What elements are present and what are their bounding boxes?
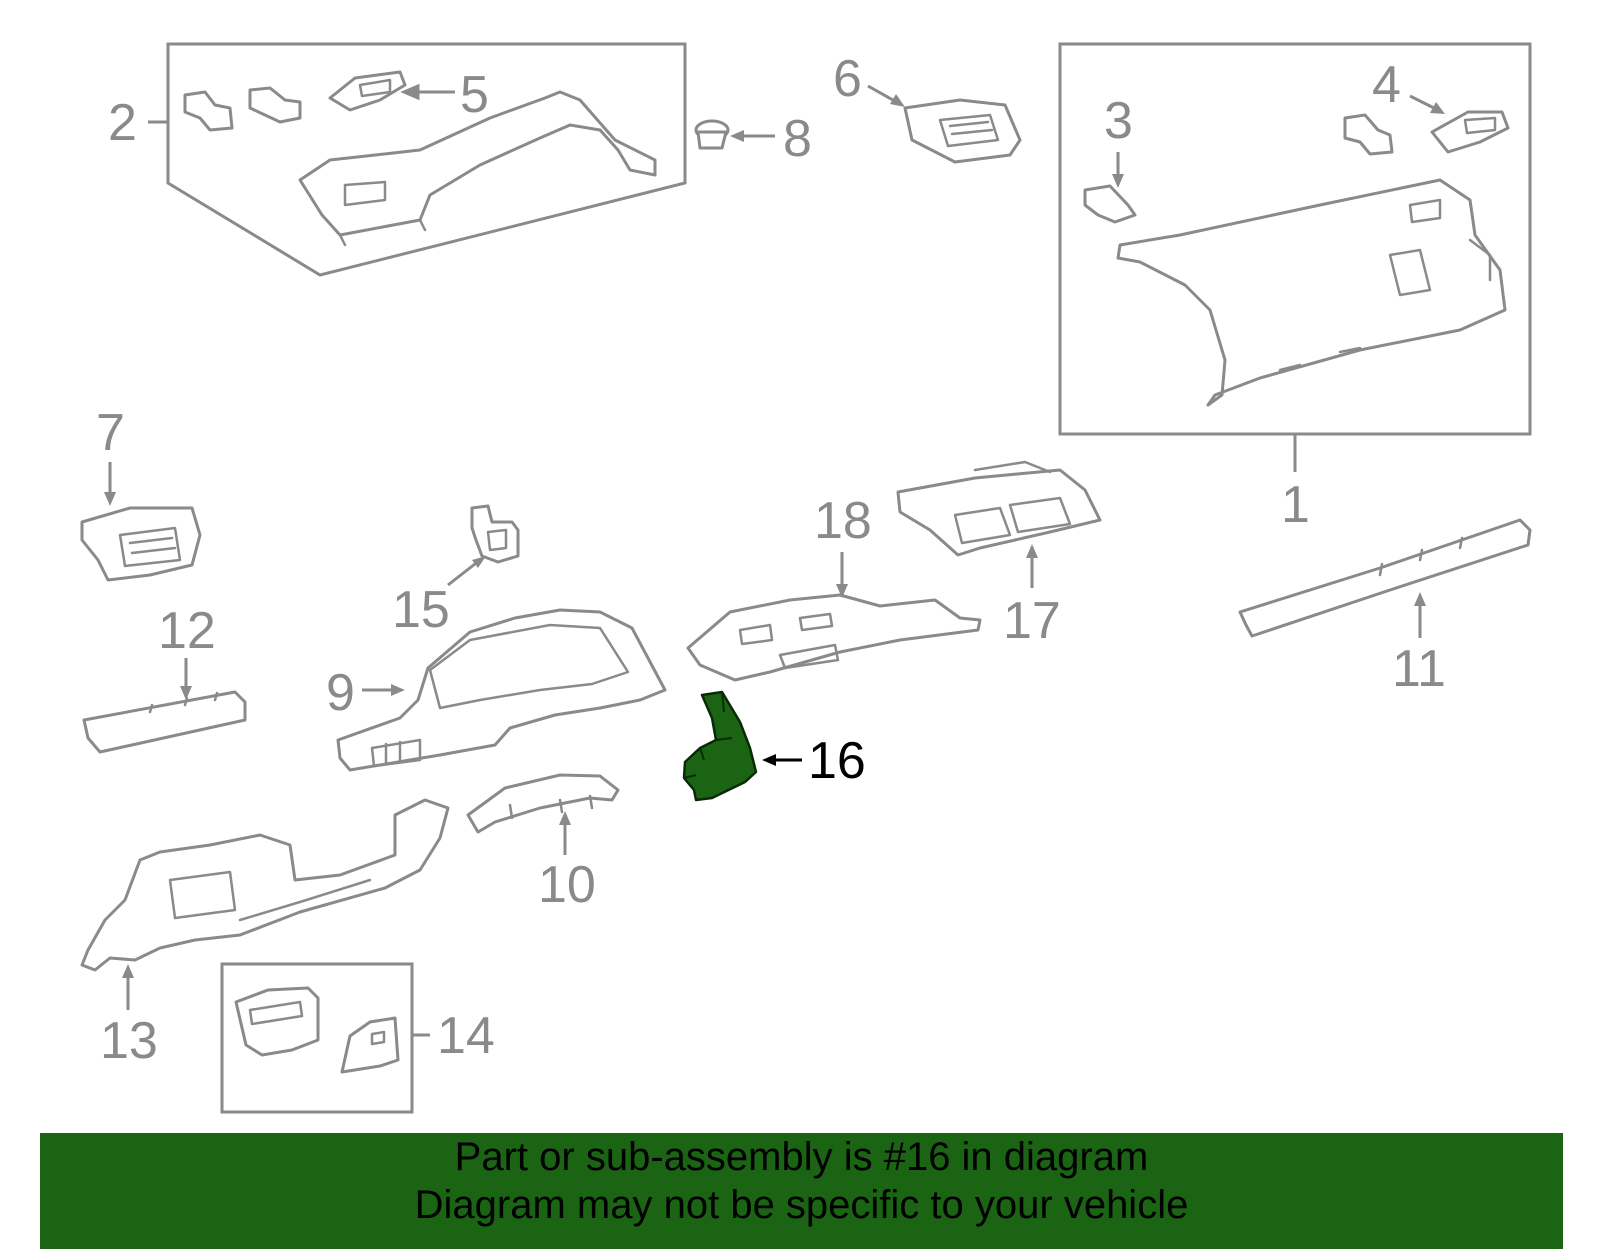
arrowhead-10 [559, 811, 571, 825]
part-7-side-vent[interactable] [80, 506, 202, 582]
part-16-highlighted[interactable] [682, 690, 758, 802]
arrowhead-12 [180, 686, 192, 700]
arrowhead-15 [472, 556, 486, 568]
part-2-clip-a[interactable] [183, 90, 234, 132]
arrowhead-3 [1112, 174, 1124, 188]
arrowhead-16 [762, 754, 776, 766]
arrowhead-4 [1430, 102, 1445, 114]
part-8-grommet[interactable] [694, 119, 730, 150]
part-2-clip-b[interactable] [248, 86, 302, 124]
part-12-trim-strip[interactable] [82, 690, 247, 754]
part-1-glove-box[interactable] [1116, 178, 1507, 407]
part-17-center-vent[interactable] [896, 460, 1102, 557]
callout-2: 2 [108, 94, 137, 152]
part-18-center-panel[interactable] [686, 593, 982, 682]
callout-1: 1 [1281, 476, 1310, 534]
callout-12: 12 [158, 602, 216, 660]
part-9-cluster-bezel[interactable] [336, 608, 667, 772]
callout-4: 4 [1372, 56, 1401, 114]
arrowhead-5 [400, 83, 420, 101]
arrowhead-17 [1026, 544, 1038, 558]
callout-3: 3 [1104, 92, 1133, 150]
part-14-pocket[interactable] [234, 986, 320, 1057]
callout-14: 14 [437, 1007, 495, 1065]
callout-17: 17 [1003, 592, 1061, 650]
callout-6: 6 [833, 50, 862, 108]
part-3-clip[interactable] [1083, 184, 1137, 224]
banner-line-2: Diagram may not be specific to your vehi… [414, 1183, 1189, 1227]
arrowhead-11 [1414, 592, 1426, 606]
part-14-cover[interactable] [340, 1016, 400, 1074]
part-2-group-box [166, 42, 687, 277]
callout-18: 18 [814, 492, 872, 550]
callout-13: 13 [100, 1012, 158, 1070]
arrowhead-8 [730, 130, 744, 142]
banner-line-1: Part or sub-assembly is #16 in diagram [454, 1135, 1149, 1179]
callout-5: 5 [460, 66, 489, 124]
part-13-lower-panel[interactable] [80, 798, 450, 972]
callout-8: 8 [783, 110, 812, 168]
part-5-clip[interactable] [328, 70, 407, 112]
part-4-clip[interactable] [1430, 110, 1510, 154]
arrowhead-18 [836, 584, 848, 598]
callout-10: 10 [538, 856, 596, 914]
arrowhead-13 [122, 964, 134, 978]
part-6-side-vent[interactable] [903, 98, 1022, 164]
callout-7: 7 [96, 404, 125, 462]
part-1-clip[interactable] [1343, 113, 1394, 156]
info-banner: Part or sub-assembly is #16 in diagram D… [40, 1133, 1563, 1249]
part-2-dash-trim[interactable] [298, 90, 657, 247]
leader-15 [447, 558, 481, 587]
arrowhead-6 [890, 94, 905, 107]
arrowhead-9 [391, 684, 405, 696]
callout-11: 11 [1392, 640, 1446, 698]
callout-15: 15 [392, 581, 450, 639]
part-14-group-box [220, 962, 414, 1114]
part-11-lower-strip[interactable] [1238, 518, 1532, 638]
part-10-trim[interactable] [466, 773, 620, 834]
part-15-switch[interactable] [470, 504, 520, 564]
arrowhead-7 [104, 492, 116, 506]
callout-16: 16 [808, 732, 866, 790]
callout-9: 9 [326, 664, 355, 722]
